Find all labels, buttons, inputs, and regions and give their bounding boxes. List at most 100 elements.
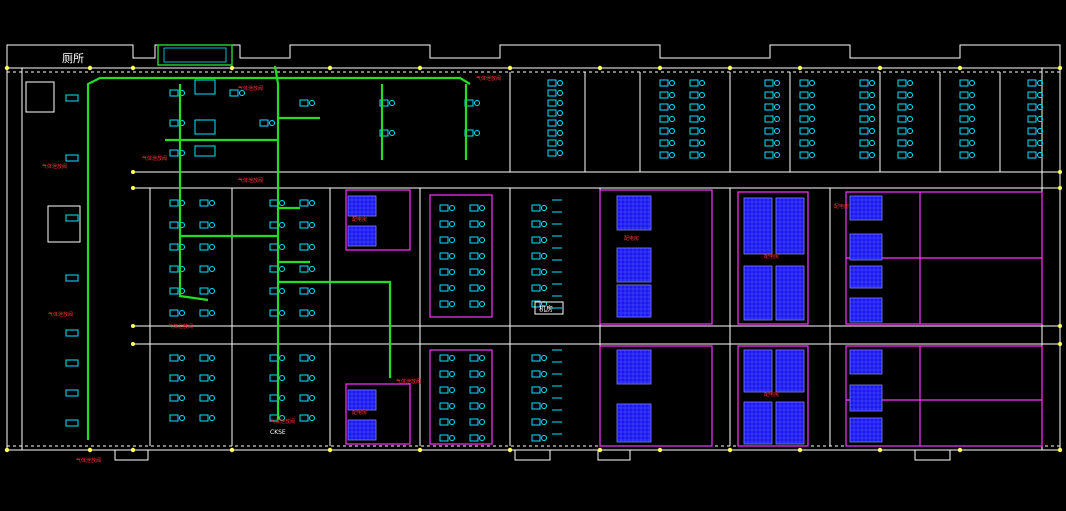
- equipment-fixture: [169, 374, 179, 382]
- equipment-fixture: [469, 268, 479, 276]
- equipment-valve: [209, 222, 215, 228]
- grid-marker: [877, 65, 883, 71]
- equipment-fixture: [764, 127, 774, 135]
- grid-marker: [87, 447, 93, 453]
- equipment-fixture: [199, 374, 209, 382]
- equipment-fixture: [799, 127, 809, 135]
- equipment-fixture: [547, 99, 557, 107]
- grid-marker: [877, 447, 883, 453]
- equipment-valve: [479, 253, 485, 259]
- equipment-fixture: [65, 389, 79, 397]
- equipment-fixture: [299, 309, 309, 317]
- equipment-fixture: [439, 204, 449, 212]
- rack-unit: [616, 403, 652, 443]
- equipment-fixture: [169, 354, 179, 362]
- equipment-valve: [809, 116, 815, 122]
- grid-marker: [327, 447, 333, 453]
- equipment-fixture: [469, 386, 479, 394]
- equipment-valve: [907, 128, 913, 134]
- equipment-valve: [669, 128, 675, 134]
- equipment-fixture: [299, 243, 309, 251]
- grid-marker: [797, 65, 803, 71]
- equipment-fixture: [199, 354, 209, 362]
- equipment-valve: [279, 288, 285, 294]
- equipment-fixture: [859, 151, 869, 159]
- equipment-valve: [479, 269, 485, 275]
- equipment-valve: [557, 150, 563, 156]
- equipment-fixture: [169, 149, 179, 157]
- grid-marker: [417, 447, 423, 453]
- equipment-valve: [869, 128, 875, 134]
- equipment-valve: [907, 92, 913, 98]
- rack-unit: [616, 247, 652, 283]
- equipment-valve: [699, 92, 705, 98]
- equipment-fixture: [659, 127, 669, 135]
- grid-marker: [131, 170, 135, 174]
- equipment-valve: [209, 244, 215, 250]
- equipment-fixture: [531, 220, 541, 228]
- equipment-fixture: [764, 151, 774, 159]
- equipment-valve: [179, 355, 185, 361]
- equipment-valve: [279, 375, 285, 381]
- equipment-fixture: [439, 268, 449, 276]
- equipment-valve: [774, 80, 780, 86]
- equipment-valve: [309, 395, 315, 401]
- equipment-valve: [479, 435, 485, 441]
- equipment-valve: [809, 104, 815, 110]
- tag-label: 气体泄放阀: [168, 323, 193, 330]
- equipment-valve: [557, 130, 563, 136]
- tag-labels: 气体泄放阀气体泄放阀气体泄放阀气体泄放阀气体泄放阀气体泄放阀气体泄放阀气体泄放阀…: [42, 75, 849, 464]
- grid-marker: [131, 324, 135, 328]
- equipment-valve: [309, 222, 315, 228]
- equipment-fixture: [299, 394, 309, 402]
- equipment-fixture: [169, 287, 179, 295]
- tag-label: 气体泄放阀: [238, 177, 263, 184]
- equipment-valve: [1037, 92, 1043, 98]
- equipment-fixture: [531, 402, 541, 410]
- equipment-valve: [479, 419, 485, 425]
- rack-unit: [743, 265, 773, 321]
- equipment-valve: [669, 92, 675, 98]
- equipment-valve: [869, 104, 875, 110]
- equipment-fixture: [897, 79, 907, 87]
- equipment-valve: [209, 310, 215, 316]
- equipment-fixture: [439, 284, 449, 292]
- equipment-valve: [309, 288, 315, 294]
- equipment-valve: [557, 110, 563, 116]
- equipment-fixture: [65, 359, 79, 367]
- equipment-valve: [869, 92, 875, 98]
- equipment-valve: [809, 128, 815, 134]
- equipment-fixture: [659, 115, 669, 123]
- equipment-valve: [699, 140, 705, 146]
- grid-marker: [657, 65, 663, 71]
- equipment-fixture: [469, 434, 479, 442]
- equipment-fixture: [859, 79, 869, 87]
- equipment-fixture: [764, 103, 774, 111]
- equipment-fixture: [439, 236, 449, 244]
- equipment-fixture: [169, 221, 179, 229]
- grid-marker: [4, 447, 10, 453]
- equipment-fixture: [259, 119, 269, 127]
- gas-pipes: [86, 65, 471, 440]
- equipment-fixture: [299, 265, 309, 273]
- rack-unit: [775, 401, 805, 445]
- equipment-valve: [1037, 140, 1043, 146]
- tag-label: 气体泄放阀: [238, 85, 263, 92]
- equipment-valve: [1037, 80, 1043, 86]
- equipment-valve: [389, 130, 395, 136]
- zone-label: 机房: [539, 304, 553, 313]
- equipment-fixture: [469, 370, 479, 378]
- equipment-fixture: [659, 139, 669, 147]
- equipment-fixture: [379, 99, 389, 107]
- equipment-fixture: [199, 394, 209, 402]
- equipment-fixture: [531, 370, 541, 378]
- equipment-fixture: [764, 115, 774, 123]
- equipment-valve: [907, 140, 913, 146]
- grid-marker: [1058, 324, 1062, 328]
- equipment-fixture: [469, 354, 479, 362]
- equipment-valve: [209, 355, 215, 361]
- equipment-valve: [449, 221, 455, 227]
- equipment-fixture: [547, 149, 557, 157]
- equipment-valve: [541, 253, 547, 259]
- equipment-fixture: [959, 139, 969, 147]
